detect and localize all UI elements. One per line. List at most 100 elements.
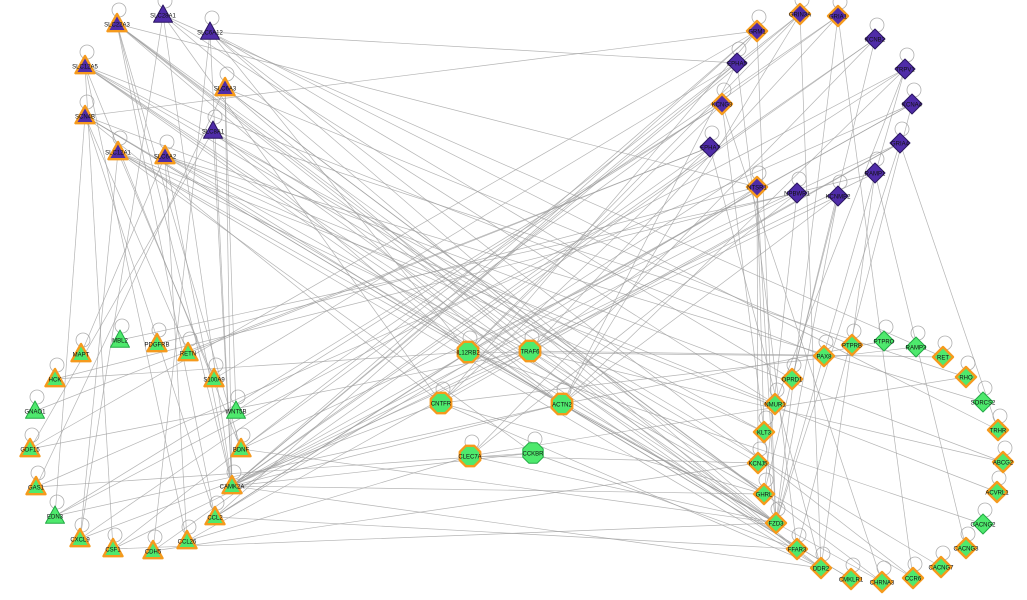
- triangle-node-shape-WNT5B[interactable]: [226, 400, 246, 419]
- diamond-node-shape-CACNG3[interactable]: [954, 536, 978, 560]
- edge-SLC12A5-CCL26[interactable]: [84, 65, 188, 542]
- node-GAS1[interactable]: GAS1: [25, 475, 47, 496]
- edge-GRIN3A-CSF1[interactable]: [112, 13, 801, 550]
- edge-KCNA4-FFAR3[interactable]: [796, 103, 913, 550]
- node-KCNB2[interactable]: KCNB2: [864, 28, 886, 50]
- triangle-node-shape-GDF15[interactable]: [19, 437, 41, 458]
- node-SLC6A12[interactable]: SLC6A12: [197, 21, 224, 40]
- triangle-node-shape-CSF1[interactable]: [102, 537, 124, 558]
- edge-SLC6A2-SORCS2[interactable]: [164, 155, 984, 403]
- edge-GRIA1-TRAF6[interactable]: [529, 15, 839, 352]
- node-FZD3[interactable]: FZD3: [764, 511, 788, 535]
- node-PAX8[interactable]: PAX8: [812, 344, 836, 368]
- node-TRPV1[interactable]: TRPV1: [894, 58, 916, 80]
- edge-SLC12A5-FZD3[interactable]: [84, 65, 777, 524]
- diamond-node-shape-RAMP1[interactable]: [864, 162, 886, 184]
- triangle-node-shape-SLC22A3[interactable]: [106, 12, 128, 33]
- edge-SLC6A2-GHRL[interactable]: [164, 155, 765, 495]
- node-MAPT[interactable]: MAPT: [70, 342, 92, 363]
- node-HCK[interactable]: HCK: [44, 367, 66, 388]
- triangle-node-shape-MBL2[interactable]: [110, 329, 130, 348]
- edge-EPHA7-CAMK2A[interactable]: [231, 146, 711, 487]
- node-NPBWR1[interactable]: NPBWR1: [784, 182, 810, 204]
- edge-SCN4B-EDN3[interactable]: [54, 115, 86, 517]
- edge-CLEC7A-KCNJ5[interactable]: [469, 455, 759, 464]
- edge-SLC8A1-FFAR3[interactable]: [212, 130, 798, 550]
- edge-SLC12A1-S100A9[interactable]: [117, 151, 215, 380]
- edge-TRPV1-NMUR1[interactable]: [774, 68, 906, 405]
- node-GNAO1[interactable]: GNAO1: [24, 400, 46, 419]
- node-PTPRO[interactable]: PTPRO: [873, 330, 895, 352]
- edge-SLC6A3-WNT5B[interactable]: [224, 87, 237, 412]
- octagon-node-shape-IL12RB2[interactable]: [456, 340, 480, 364]
- edge-CLEC7A-RHO[interactable]: [469, 376, 967, 457]
- triangle-node-shape-HCK[interactable]: [44, 367, 66, 388]
- node-KCNJ5[interactable]: KCNJ5: [746, 451, 770, 475]
- node-SLC28A1[interactable]: SLC28A1: [150, 4, 177, 23]
- diamond-node-shape-RHO[interactable]: [954, 365, 978, 389]
- edge-NTSR1-TRAF6[interactable]: [529, 186, 758, 352]
- diamond-node-shape-EPHA5[interactable]: [726, 52, 748, 74]
- edge-CDH5-KCNJ5[interactable]: [152, 462, 759, 552]
- triangle-node-shape-GAS1[interactable]: [25, 475, 47, 496]
- edge-TRAF6-RET[interactable]: [529, 350, 944, 358]
- node-CAMK2A[interactable]: CAMK2A: [220, 474, 245, 495]
- edge-RAMP1-HCK[interactable]: [54, 172, 876, 380]
- diamond-node-shape-GHRL[interactable]: [752, 482, 776, 506]
- node-CHRNA3[interactable]: CHRNA3: [870, 570, 895, 594]
- edge-GRIA1-CCR6[interactable]: [837, 15, 914, 579]
- node-KLT3[interactable]: KLT3: [752, 420, 776, 444]
- edge-CNTFR-DDR2[interactable]: [440, 402, 822, 569]
- edge-SLC8A1-RHO[interactable]: [212, 130, 967, 378]
- node-IL12RB2[interactable]: IL12RB2: [456, 340, 480, 364]
- octagon-node-shape-TRAF6[interactable]: [518, 339, 542, 363]
- node-SLC6A3[interactable]: SLC6A3: [214, 76, 237, 97]
- diamond-node-shape-ABCG2[interactable]: [991, 450, 1015, 474]
- triangle-node-shape-PDGFRB[interactable]: [146, 332, 168, 353]
- diamond-node-shape-NTSR1[interactable]: [745, 175, 769, 199]
- edge-SLC28A1-CNTFR[interactable]: [162, 14, 442, 404]
- node-GRM1[interactable]: GRM1: [745, 19, 769, 43]
- node-MBL2[interactable]: MBL2: [110, 329, 130, 348]
- edge-SLC12A1-CXCL9[interactable]: [79, 151, 119, 540]
- edge-NPBWR1-CAMK2A[interactable]: [231, 192, 798, 487]
- edge-EPHA7-CNTFR[interactable]: [440, 146, 711, 404]
- edge-KCNA4-GAS1[interactable]: [35, 103, 913, 488]
- edge-CAMK2A-DDR2[interactable]: [231, 485, 822, 569]
- edge-EPHA5-FFAR3[interactable]: [736, 62, 798, 550]
- node-SLC12A1[interactable]: SLC12A1: [105, 140, 132, 161]
- edge-SLC28A1-FFAR3[interactable]: [162, 14, 798, 550]
- edge-SLC6A2-MAPT[interactable]: [80, 155, 166, 355]
- diamond-node-shape-TRPV1[interactable]: [894, 58, 916, 80]
- triangle-node-shape-SLC6A2[interactable]: [154, 144, 176, 165]
- edge-SLC6A2-ACTN2[interactable]: [164, 155, 563, 405]
- edge-IL12RB2-CACNG2[interactable]: [467, 351, 984, 525]
- edge-RAMP1-CAMK2A[interactable]: [231, 172, 876, 487]
- node-ABCG2[interactable]: ABCG2: [991, 450, 1015, 474]
- diamond-node-shape-GRIN3A[interactable]: [788, 2, 812, 26]
- edge-TRAF6-CAMK2A[interactable]: [231, 350, 531, 487]
- node-CLEC7A[interactable]: CLEC7A: [458, 444, 482, 468]
- node-CCL26[interactable]: CCL26: [176, 529, 198, 550]
- node-SLC8A1[interactable]: SLC8A1: [202, 120, 225, 139]
- edge-SLC12A1-TRAF6[interactable]: [117, 151, 531, 352]
- edge-SLC6A12-IL12RB2[interactable]: [209, 31, 469, 353]
- node-SCN4B[interactable]: SCN4B: [74, 104, 96, 125]
- diamond-node-shape-KCNB2[interactable]: [864, 28, 886, 50]
- octagon-node-shape-ACTN2[interactable]: [550, 392, 574, 416]
- diamond-node-shape-GRIA4[interactable]: [889, 132, 911, 154]
- diamond-node-shape-DDR2[interactable]: [809, 556, 833, 580]
- edge-SLC22A3-FZD3[interactable]: [116, 23, 777, 524]
- diamond-node-shape-OPRD1[interactable]: [780, 367, 804, 391]
- node-TRHR[interactable]: TRHR: [986, 418, 1010, 442]
- node-TRAF6[interactable]: TRAF6: [518, 339, 542, 363]
- edge-SLC12A5-KLT3[interactable]: [84, 65, 765, 433]
- edge-KCNB2-GHRL[interactable]: [763, 38, 876, 495]
- node-GHRL[interactable]: GHRL: [752, 482, 776, 506]
- edge-KCNG3-IL12RB2[interactable]: [467, 103, 723, 353]
- node-WNT5B[interactable]: WNT5B: [226, 400, 247, 419]
- diamond-node-shape-NMUR1[interactable]: [763, 392, 787, 416]
- edge-TRPV1-FZD3[interactable]: [775, 68, 906, 524]
- edge-ACTN2-CHRNA3[interactable]: [561, 403, 883, 583]
- triangle-node-shape-CAMK2A[interactable]: [221, 474, 243, 495]
